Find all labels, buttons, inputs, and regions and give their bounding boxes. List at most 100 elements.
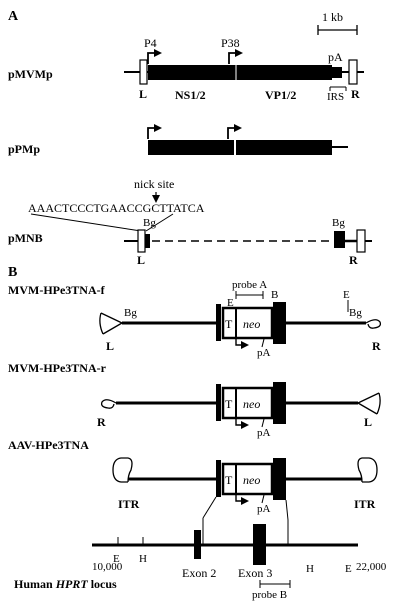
construct-pmnb: nick site AAACTCCCTGAACCGCTTATCA pMNB L … xyxy=(8,177,372,267)
e-site-label: E xyxy=(113,553,120,565)
neo-label: neo xyxy=(243,397,260,411)
p38-promoter-arrow xyxy=(227,124,242,139)
scale-bar-label: 1 kb xyxy=(322,10,343,24)
hprt-flank-left xyxy=(216,304,221,341)
p4-promoter-arrow xyxy=(147,124,162,139)
e-site-label: E xyxy=(343,289,350,301)
t-label: T xyxy=(225,317,233,331)
bg-site-label: Bg xyxy=(143,217,156,229)
right-itr-hairpin xyxy=(357,457,378,483)
construct-name-pmvmp: pMVMp xyxy=(8,67,53,81)
vp-label: VP1/2 xyxy=(265,88,296,102)
p38-label: P38 xyxy=(221,36,240,50)
bg-site-label: Bg xyxy=(124,307,137,319)
probe-a-bracket xyxy=(235,291,264,299)
exon-3-label: Exon 3 xyxy=(238,566,272,580)
panel-b-label: B xyxy=(8,265,17,280)
construct-name: MVM-HPe3TNA-r xyxy=(8,361,107,375)
hprt-flank-right xyxy=(273,382,286,424)
hprt-flank-left xyxy=(216,460,221,497)
l-end-label: L xyxy=(106,339,114,353)
cassette-box xyxy=(221,306,274,340)
p4-promoter-arrow xyxy=(147,49,162,64)
h-site-label: H xyxy=(139,553,147,565)
sequence-bracket xyxy=(145,213,174,232)
right-block xyxy=(334,231,345,248)
itr-label: ITR xyxy=(354,497,376,511)
scale-bar: 1 kb xyxy=(317,10,358,35)
r-end-label: R xyxy=(97,415,106,429)
locus-title-suffix: locus xyxy=(88,577,117,591)
exon-2 xyxy=(194,530,201,559)
transcription-arrow xyxy=(235,419,249,429)
pa-label: pA xyxy=(257,503,271,515)
pa-label: pA xyxy=(257,427,271,439)
probe-b-bracket xyxy=(259,580,291,588)
left-end-box xyxy=(137,229,146,253)
probe-b-label: probe B xyxy=(252,589,287,601)
hprt-flank-right xyxy=(273,458,286,500)
panel-a-label: A xyxy=(8,9,19,24)
right-hairpin-y xyxy=(357,392,381,415)
neo-label: neo xyxy=(243,317,260,331)
sequence-bracket xyxy=(30,213,142,232)
ns-label: NS1/2 xyxy=(175,88,206,102)
cassette-box xyxy=(221,462,274,496)
t-label: T xyxy=(225,397,233,411)
construct-ppmp: pPMp xyxy=(8,124,348,156)
right-end-box xyxy=(348,59,358,85)
construct-mvm-hpe3tna-r: MVM-HPe3TNA-r R T neo pA L xyxy=(8,361,381,439)
irs-bracket xyxy=(329,86,347,91)
transcription-arrow xyxy=(235,495,249,505)
locus-end-coordinate: 22,000 xyxy=(356,561,387,573)
nick-site-label: nick site xyxy=(134,177,174,191)
construct-name: AAV-HPe3TNA xyxy=(8,438,89,452)
r-end-label: R xyxy=(372,339,381,353)
l-end-label: L xyxy=(364,415,372,429)
vp-region xyxy=(236,140,332,155)
left-end-label: L xyxy=(139,87,147,101)
bg-site-label: Bg xyxy=(332,217,345,229)
p38-promoter-arrow xyxy=(228,49,243,64)
itr-label: ITR xyxy=(118,497,140,511)
irs-label: IRS xyxy=(327,91,344,103)
pa-label: pA xyxy=(257,347,271,359)
left-end-label: L xyxy=(137,253,145,267)
sequence-text: AAACTCCCTGAACCGCTTATCA xyxy=(28,201,205,215)
t-label: T xyxy=(225,473,233,487)
right-hairpin xyxy=(365,319,382,329)
construct-pmvmp: pMVMp L R NS1/2 VP1/2 P4 P38 pA IRS xyxy=(8,36,364,103)
locus-start-coordinate: 10,000 xyxy=(92,561,123,573)
construct-name-ppmp: pPMp xyxy=(8,142,40,156)
transcription-arrow xyxy=(235,339,249,349)
b-site-label: B xyxy=(271,289,278,301)
pa-block xyxy=(332,67,342,78)
ns-region xyxy=(148,65,236,80)
locus-title-gene: HPRT xyxy=(55,577,89,591)
e-site-label: E xyxy=(345,563,352,575)
construct-name: MVM-HPe3TNA-f xyxy=(8,283,106,297)
ns-region xyxy=(148,140,234,155)
left-hairpin-y xyxy=(99,312,123,335)
construct-mvm-hpe3tna-f: MVM-HPe3TNA-f probe A E B E Bg Bg L T ne… xyxy=(8,279,382,359)
p4-label: P4 xyxy=(144,36,157,50)
exon-3 xyxy=(253,524,266,565)
neo-label: neo xyxy=(243,473,260,487)
hprt-flank-left xyxy=(216,384,221,421)
left-itr-hairpin xyxy=(112,457,133,483)
homology-lines xyxy=(202,496,289,545)
vp-region xyxy=(236,65,332,80)
e-site-label: E xyxy=(227,297,234,309)
right-end-label: R xyxy=(351,87,360,101)
hprt-flank-right xyxy=(273,302,286,344)
cassette-box xyxy=(221,386,274,420)
exon-2-label: Exon 2 xyxy=(182,566,216,580)
bg-site-label: Bg xyxy=(349,307,362,319)
right-end-label: R xyxy=(349,253,358,267)
h-site-label: H xyxy=(306,563,314,575)
hprt-locus: E H H E 10,000 22,000 Exon 2 Exon 3 prob… xyxy=(14,524,387,601)
right-end-box xyxy=(356,229,366,253)
construct-name-pmnb: pMNB xyxy=(8,231,43,245)
pa-label: pA xyxy=(328,50,343,64)
